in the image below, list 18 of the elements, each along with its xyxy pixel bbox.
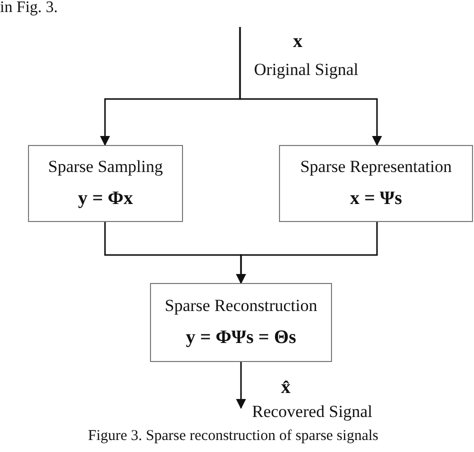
process-box: [279, 145, 473, 222]
label: in Fig. 3.: [0, 0, 58, 16]
process-box: [28, 145, 183, 222]
formula: x = Ψs: [350, 188, 402, 210]
arrow: [236, 362, 246, 409]
formula: y = Φx: [78, 188, 134, 210]
box-title: Sparse Reconstruction: [164, 296, 318, 316]
box-title: Recovered Signal: [252, 402, 372, 422]
arrow: [239, 27, 382, 146]
formula: y = ΦΨs = Θs: [186, 327, 296, 350]
edge-label: x̂: [281, 377, 290, 399]
label: Original Signal: [254, 60, 358, 80]
process-box: [150, 283, 332, 362]
box-title: Sparse Representation: [300, 157, 452, 177]
arrow: [236, 222, 378, 284]
signal-symbol: x: [293, 32, 302, 51]
caption: Figure 3. Sparse reconstruction of sparse signals: [88, 428, 378, 445]
box-title: Sparse Sampling: [48, 157, 163, 177]
